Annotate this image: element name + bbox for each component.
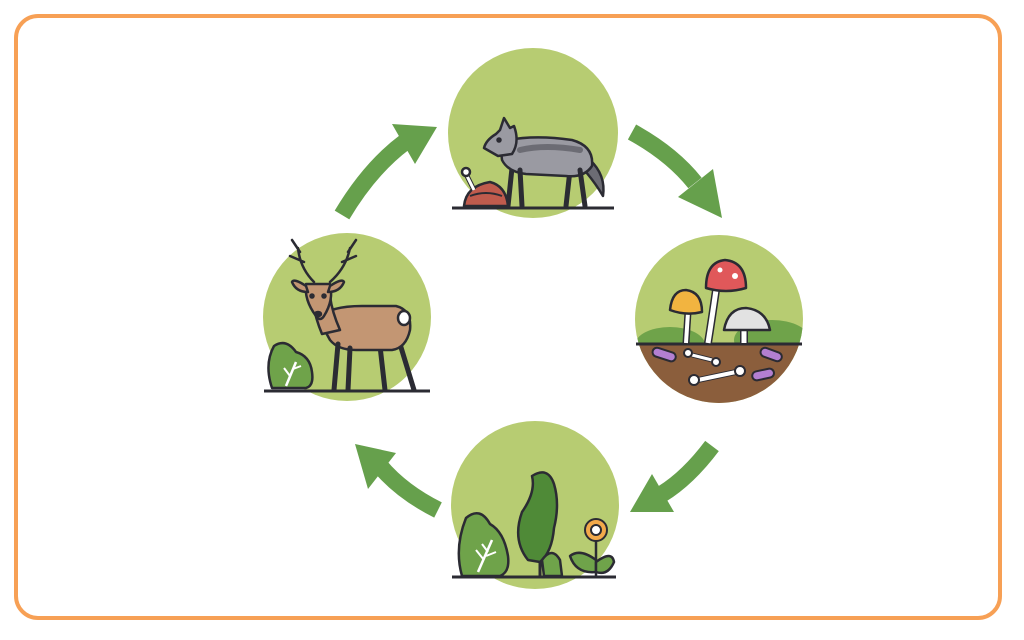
meat-bone-icon	[460, 166, 510, 208]
mushroom-icon	[668, 258, 772, 344]
arrow-predator-to-decomposers	[627, 124, 722, 218]
plant-icon	[457, 471, 616, 578]
stage-producers	[451, 421, 619, 589]
bush-icon	[267, 341, 314, 390]
wolf-icon	[482, 116, 605, 209]
deer-icon	[288, 238, 417, 393]
arrow-decomposers-to-producers	[630, 440, 719, 512]
flower-icon	[584, 518, 608, 542]
worm-icon	[651, 346, 783, 382]
bone-icon	[683, 348, 746, 386]
stage-consumer	[263, 233, 431, 401]
stage-decomposers	[635, 235, 803, 403]
stage-predator	[448, 48, 618, 218]
arrow-consumer-to-predator	[334, 124, 437, 220]
arrow-producers-to-consumer	[355, 444, 442, 518]
